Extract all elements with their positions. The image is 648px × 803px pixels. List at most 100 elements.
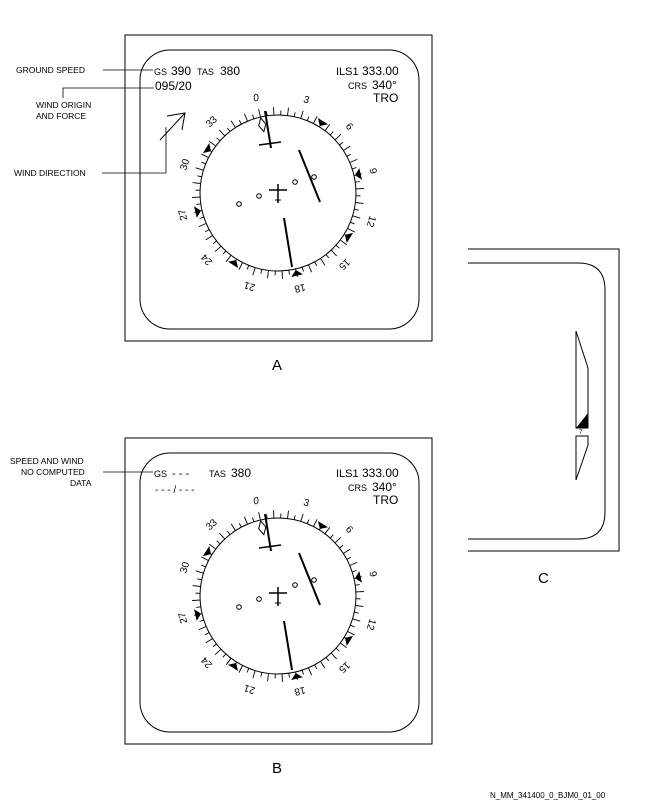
panel-a-ils: ILS1 bbox=[336, 66, 359, 78]
leader-line bbox=[62, 87, 154, 98]
compass-tick bbox=[252, 267, 256, 276]
compass-tick bbox=[192, 585, 201, 587]
compass-tick bbox=[346, 556, 352, 560]
compass-tick bbox=[330, 652, 337, 660]
compass-tick bbox=[329, 534, 334, 539]
compass-tick bbox=[246, 668, 250, 673]
compass-tick bbox=[287, 107, 289, 116]
compass-tick bbox=[335, 244, 340, 249]
compass-tick bbox=[230, 523, 236, 531]
compass-tick bbox=[314, 664, 318, 670]
compass-tick bbox=[324, 527, 331, 534]
compass-tick bbox=[324, 124, 331, 131]
compass-tick bbox=[214, 245, 222, 252]
compass-tick bbox=[225, 658, 232, 665]
compass-tick bbox=[216, 540, 221, 545]
compass-label: 15 bbox=[336, 256, 352, 272]
compass-tick bbox=[204, 229, 210, 233]
compass-tick bbox=[252, 517, 255, 522]
compass-tick bbox=[325, 657, 330, 662]
compass-tick bbox=[313, 116, 318, 124]
compass-tick bbox=[329, 131, 334, 136]
callout-wind-origin-2: AND FORCE bbox=[36, 111, 86, 121]
compass-tick bbox=[313, 519, 318, 527]
figure-id: N_MM_341400_0_BJM0_01_00 bbox=[490, 791, 606, 800]
deviation-dot bbox=[311, 174, 317, 180]
deviation-dot bbox=[236, 201, 242, 207]
deviation-dot bbox=[292, 179, 298, 185]
compass-tick bbox=[205, 235, 213, 241]
compass-tick bbox=[352, 215, 361, 219]
compass-label: 15 bbox=[336, 659, 352, 675]
panel-b-wind-value: - - - / - - - bbox=[155, 485, 194, 496]
compass-tick bbox=[314, 261, 318, 267]
panel-c-caption: C bbox=[538, 570, 549, 587]
panel-c: 7 C bbox=[468, 248, 620, 587]
panel-c-screen bbox=[468, 262, 606, 540]
compass-label: 3 bbox=[302, 497, 311, 509]
compass-tick bbox=[266, 514, 268, 519]
panel-b-ils: ILS1 bbox=[336, 468, 359, 480]
compass-tick bbox=[354, 611, 359, 614]
panel-b-crs-value: 340° bbox=[372, 480, 397, 494]
panel-a-crs-value: 340° bbox=[372, 78, 397, 92]
deviation-dot bbox=[236, 604, 242, 610]
panel-a-gs-label: GS bbox=[154, 67, 167, 77]
compass-tick bbox=[246, 265, 250, 270]
panel-b-caption: B bbox=[272, 760, 282, 777]
compass-tick bbox=[334, 134, 342, 141]
panel-b: GS - - - TAS 380 - - - / - - - ILS1 333.… bbox=[124, 437, 433, 777]
callouts: GROUND SPEED WIND ORIGIN AND FORCE WIND … bbox=[10, 65, 167, 488]
compass-tick bbox=[238, 262, 243, 270]
compass-tick bbox=[198, 626, 207, 631]
compass-tick bbox=[350, 624, 355, 628]
compass-label: 18 bbox=[293, 281, 307, 294]
compass-tick bbox=[205, 638, 213, 644]
compass-tick bbox=[301, 267, 304, 272]
panel-b-tas-label: TAS bbox=[209, 469, 226, 479]
compass-label: 3 bbox=[302, 94, 311, 106]
compass-tick bbox=[308, 264, 313, 273]
panel-c-frame bbox=[468, 248, 620, 552]
compass-label: 12 bbox=[364, 214, 378, 228]
callout-wind-origin-1: WIND ORIGIN bbox=[36, 100, 91, 110]
compass-tick bbox=[226, 127, 231, 132]
panel-b-freq: 333.00 bbox=[362, 466, 399, 480]
course-pointer-tail bbox=[283, 217, 293, 268]
compass-tick bbox=[308, 667, 313, 676]
compass-tick bbox=[238, 665, 243, 673]
compass-marker bbox=[344, 635, 354, 646]
compass-marker bbox=[194, 609, 202, 621]
compass-tick bbox=[267, 270, 269, 279]
wind-direction-arrow bbox=[159, 112, 186, 141]
compass-marker bbox=[194, 206, 202, 218]
compass-tick bbox=[352, 570, 357, 573]
compass-label: 0 bbox=[252, 93, 260, 105]
panel-a-caption: A bbox=[272, 357, 282, 374]
scale-lower-shape bbox=[575, 435, 589, 481]
scale-hatched-mark bbox=[576, 413, 588, 428]
compass-tick bbox=[260, 672, 263, 677]
compass-marker bbox=[317, 520, 328, 530]
callout-wind-direction: WIND DIRECTION bbox=[14, 168, 86, 178]
compass-label: 12 bbox=[364, 617, 378, 631]
compass-tick bbox=[258, 512, 261, 521]
compass-ring bbox=[199, 517, 357, 675]
compass-tick bbox=[219, 532, 226, 540]
callout-ground-speed: GROUND SPEED bbox=[16, 65, 85, 75]
compass-tick bbox=[339, 141, 344, 146]
compass-label: 33 bbox=[204, 114, 220, 130]
scale-digit: 7 bbox=[579, 430, 583, 436]
compass-tick bbox=[212, 240, 217, 245]
panel-b-ident: TRO bbox=[373, 493, 398, 507]
compass-tick bbox=[320, 258, 326, 266]
compass-tick bbox=[355, 181, 360, 183]
leader-line bbox=[102, 127, 167, 174]
panel-b-tas-value: 380 bbox=[231, 466, 251, 480]
panel-a-tas-label: TAS bbox=[197, 67, 214, 77]
compass-tick bbox=[199, 619, 204, 622]
deviation-dot bbox=[256, 596, 262, 602]
compass-tick bbox=[293, 515, 296, 520]
compass-tick bbox=[196, 606, 201, 608]
